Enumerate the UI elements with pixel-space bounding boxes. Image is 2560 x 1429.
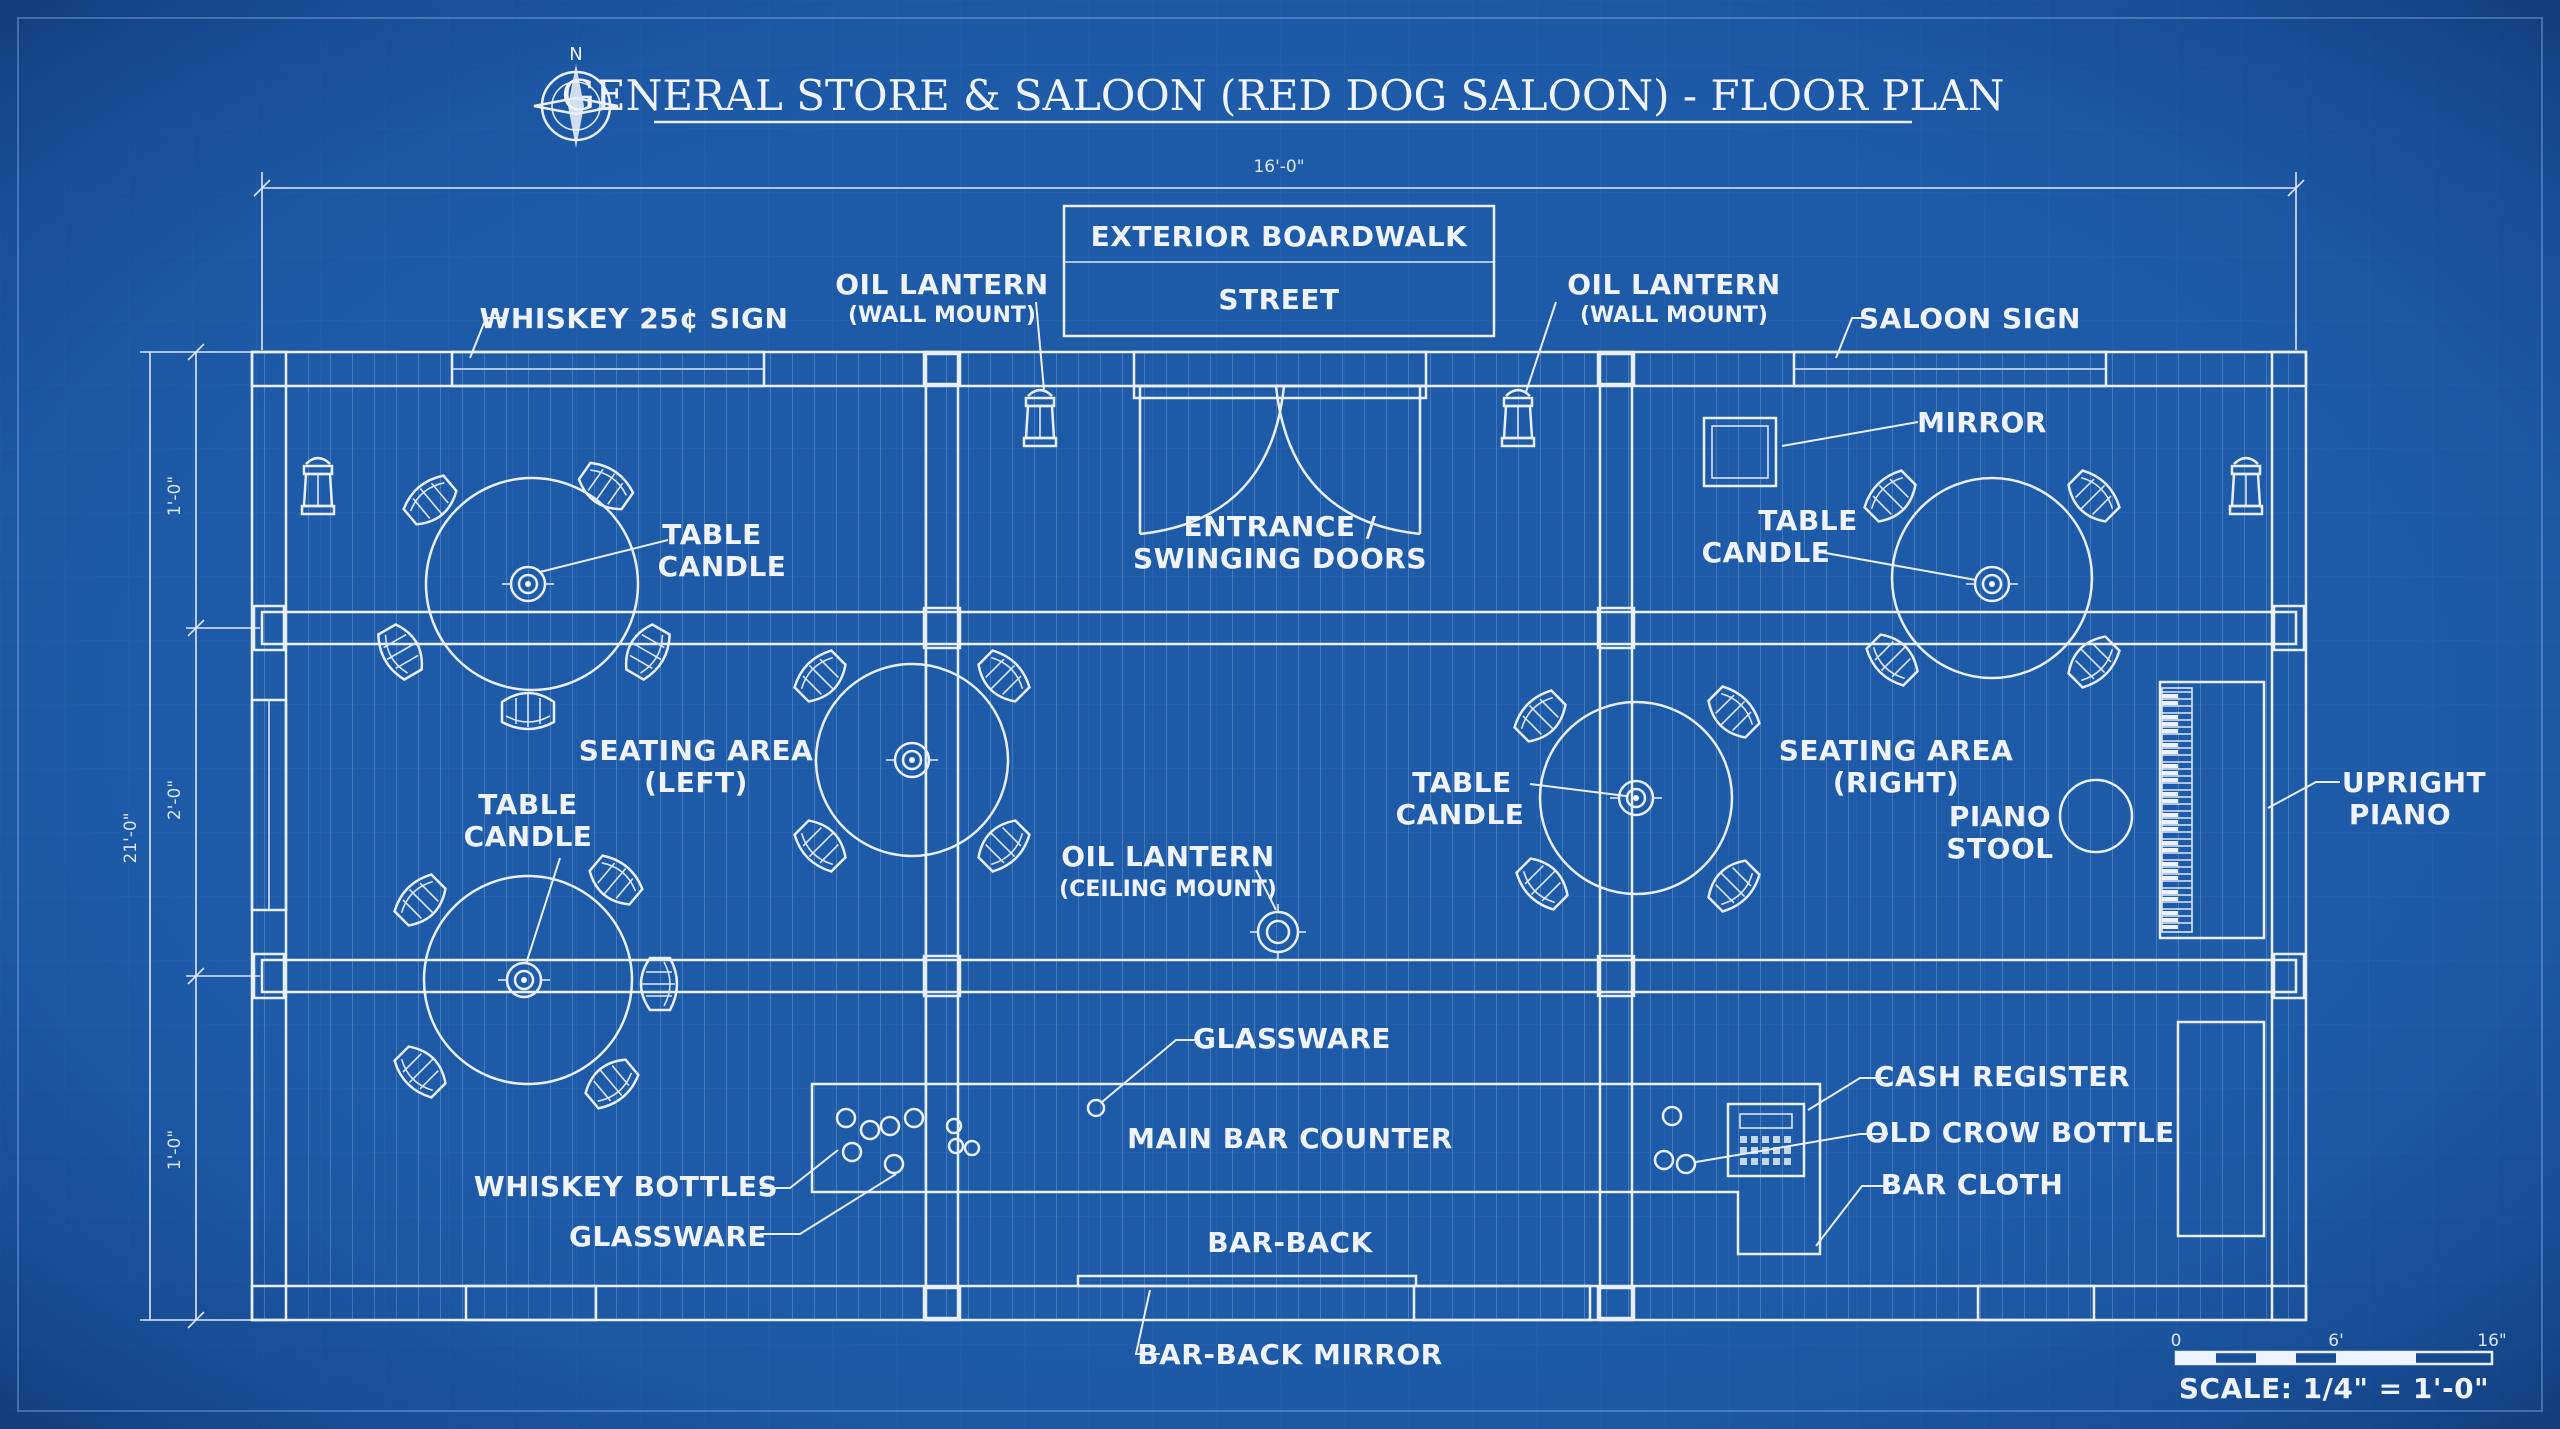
mirror-label: MIRROR — [1917, 406, 2047, 439]
whiskey-sign-label: WHISKEY 25¢ SIGN — [480, 302, 789, 335]
table-candle-label-2-line1: TABLE — [1758, 504, 1857, 537]
wall-mount-right-label: (WALL MOUNT) — [1580, 303, 1768, 328]
segment-middle-label: 2'-0" — [165, 780, 185, 820]
main-bar-counter[interactable]: MAIN BAR COUNTER — [810, 1082, 1822, 1256]
scale-tick-6: 6' — [2328, 1331, 2344, 1351]
seating-left-label-line1: SEATING AREA — [579, 734, 814, 767]
glassware-label-top: GLASSWARE — [1193, 1022, 1391, 1055]
table-candle-label-2-line2: CANDLE — [1702, 536, 1831, 569]
piano-stool[interactable] — [2058, 778, 2134, 854]
oil-lantern-left-label: OIL LANTERN — [835, 268, 1048, 301]
table-candle-label-3-line1: TABLE — [478, 788, 577, 821]
seating-right-label-line2: (RIGHT) — [1833, 766, 1960, 799]
table-middle-left[interactable] — [788, 644, 1036, 878]
oil-lantern-right-label: OIL LANTERN — [1567, 268, 1780, 301]
side-cabinet — [2176, 1020, 2266, 1238]
whiskey-bottles-icon — [835, 1107, 925, 1175]
height-dimension: 21'-0" 1'-0" 2'-0" 1'-0" — [121, 343, 260, 1329]
street-label: STREET — [1218, 283, 1339, 316]
table-top-left[interactable] — [371, 455, 677, 731]
scale-tick-0: 0 — [2171, 1331, 2182, 1351]
bar-back-label: BAR-BACK — [1207, 1226, 1373, 1259]
piano-stool-label-line2: STOOL — [1946, 832, 2053, 865]
segment-top-label: 1'-0" — [165, 476, 185, 516]
old-crow-bottle-icon — [1661, 1105, 1683, 1127]
mirror — [1702, 416, 1778, 488]
piano-stool-label-line1: PIANO — [1949, 800, 2051, 833]
ceiling-mount-label: (CEILING MOUNT) — [1059, 877, 1277, 902]
seating-right-label-line1: SEATING AREA — [1779, 734, 2014, 767]
table-candle-label-3-line2: CANDLE — [464, 820, 593, 853]
bar-cloth-label: BAR CLOTH — [1881, 1168, 2064, 1201]
table-candle-label-1-line1: TABLE — [662, 518, 761, 551]
width-dimension: 16'-0" — [253, 157, 2305, 350]
table-bottom-left[interactable] — [388, 849, 679, 1115]
boardwalk-label: EXTERIOR BOARDWALK — [1091, 220, 1469, 253]
whiskey-bottles-label: WHISKEY BOTTLES — [474, 1170, 778, 1203]
table-top-right[interactable] — [1858, 464, 2126, 694]
entrance-label-line1: ENTRANCE / — [1184, 510, 1377, 543]
table-candle-label-4-line2: CANDLE — [1396, 798, 1525, 831]
exterior-boardwalk: EXTERIOR BOARDWALK STREET — [1062, 204, 1496, 338]
height-dimension-label: 21'-0" — [121, 812, 141, 863]
compass-rose-icon: N — [533, 44, 619, 148]
page-title: GENERAL STORE & SALOON (RED DOG SALOON) … — [561, 71, 2004, 120]
cash-register-label: CASH REGISTER — [1874, 1060, 2130, 1093]
glassware-label-bottom: GLASSWARE — [569, 1220, 767, 1253]
labels: WHISKEY 25¢ SIGN SALOON SIGN OIL LANTERN… — [464, 268, 2486, 1371]
compass-north-label: N — [569, 44, 582, 65]
bar-back-mirror — [1076, 1274, 1418, 1288]
bar-back-mirror-label: BAR-BACK MIRROR — [1137, 1338, 1442, 1371]
scale-tick-16: 16" — [2477, 1331, 2506, 1351]
swinging-doors[interactable] — [1132, 384, 1428, 536]
table-candle-label-4-line1: TABLE — [1412, 766, 1511, 799]
old-crow-bottle-label: OLD CROW BOTTLE — [1865, 1116, 2175, 1149]
scale-label: SCALE: 1/4" = 1'-0" — [2179, 1372, 2489, 1405]
wall-mount-left-label: (WALL MOUNT) — [848, 303, 1036, 328]
seating-left-label-line2: (LEFT) — [644, 766, 748, 799]
width-dimension-label: 16'-0" — [1253, 157, 1304, 177]
oil-lantern-ceiling-icon — [1250, 904, 1306, 960]
upright-piano-label-line2: PIANO — [2349, 798, 2451, 831]
oil-lantern-ceiling-label: OIL LANTERN — [1061, 840, 1274, 873]
main-bar-label: MAIN BAR COUNTER — [1127, 1122, 1453, 1155]
scale-bar: 0 6' 16" SCALE: 1/4" = 1'-0" — [2171, 1331, 2507, 1405]
entrance-label-line2: SWINGING DOORS — [1133, 542, 1427, 575]
posts — [252, 352, 2306, 1320]
glassware-icon — [945, 1098, 1106, 1157]
upright-piano-label-line1: UPRIGHT — [2342, 766, 2486, 799]
saloon-sign-label: SALOON SIGN — [1859, 302, 2081, 335]
table-middle-right[interactable] — [1508, 680, 1766, 918]
wood-floor — [262, 352, 2296, 1320]
segment-bottom-label: 1'-0" — [165, 1130, 185, 1170]
table-candle-label-1-line2: CANDLE — [658, 550, 787, 583]
upright-piano[interactable] — [2158, 680, 2266, 940]
